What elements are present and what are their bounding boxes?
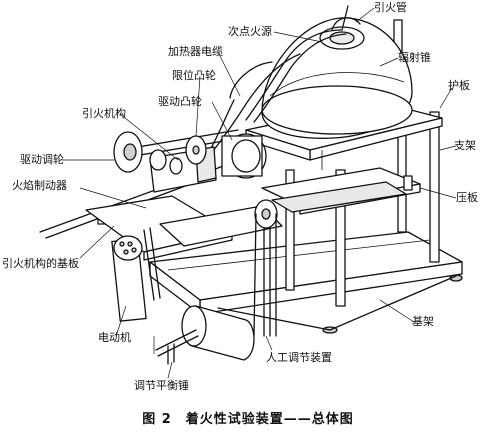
label-guard-plate: 护板 (448, 79, 470, 92)
label-radiant-cone: 辐射锥 (398, 51, 431, 64)
label-limit-cam: 限位凸轮 (172, 69, 216, 82)
drive-cam (221, 133, 267, 179)
label-motor: 电动机 (98, 331, 131, 344)
label-pilot-base-plate: 引火机构的基板 (2, 257, 79, 270)
label-flame-stopper: 火焰制动器 (12, 179, 67, 192)
leader-lines (62, 7, 457, 379)
manual-adjust-device (253, 199, 278, 337)
figure-caption: 图 2 着火性试验装置——总体图 (142, 412, 354, 427)
label-manual-adjust-device: 人工调节装置 (266, 351, 332, 364)
radiant-cone (261, 5, 413, 139)
label-support-frame: 支架 (454, 139, 476, 152)
label-pilot-tube: 引火管 (374, 1, 407, 14)
label-balance-weight: 调节平衡锤 (134, 379, 189, 392)
drive-adjust-wheel (113, 131, 183, 175)
pilot-tube (205, 29, 347, 161)
pressure-plate (261, 167, 421, 215)
label-secondary-ignition-source: 次点火源 (228, 25, 272, 38)
base-frame (149, 231, 463, 334)
label-drive-adjust-wheel: 驱动调轮 (20, 153, 64, 166)
label-base-frame: 基架 (412, 315, 434, 328)
limit-cam (185, 135, 207, 165)
label-drive-cam: 驱动凸轮 (158, 95, 202, 108)
heater-cable (229, 61, 273, 99)
motor (111, 227, 161, 322)
label-heater-cable: 加热器电缆 (168, 45, 223, 58)
balance-weight (155, 305, 255, 365)
label-pilot-mechanism: 引火机构 (82, 107, 126, 120)
label-pressure-plate: 压板 (456, 191, 478, 204)
